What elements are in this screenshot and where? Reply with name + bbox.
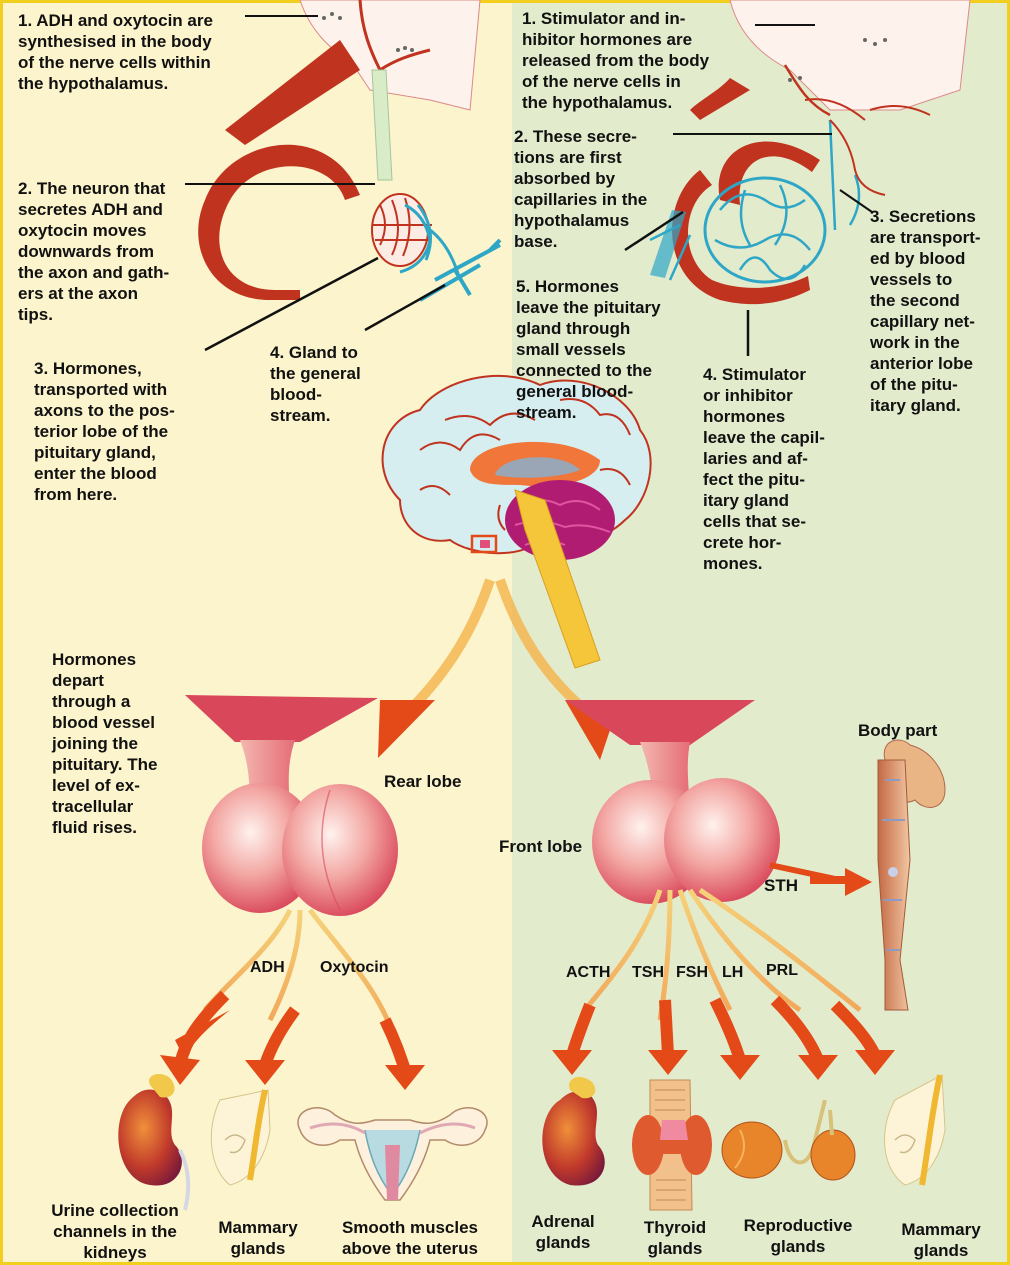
right-step1-label: 1. Stimulator and in- hibitor hormones a… bbox=[522, 8, 709, 113]
left-step3-label: 3. Hormones, transported with axons to t… bbox=[34, 358, 175, 505]
oxytocin-label: Oxytocin bbox=[320, 957, 388, 978]
left-step1-label: 1. ADH and oxytocin are synthesised in t… bbox=[18, 10, 213, 94]
left-step2-label: 2. The neuron that secretes ADH and oxyt… bbox=[18, 178, 169, 325]
lh-label: LH bbox=[722, 962, 743, 983]
adh-label: ADH bbox=[250, 957, 285, 978]
target-adrenal-label: Adrenal glands bbox=[516, 1211, 610, 1253]
right-step4-label: 4. Stimulator or inhibitor hormones leav… bbox=[703, 364, 825, 574]
body-part-label: Body part bbox=[858, 720, 937, 741]
target-mammary-left-label: Mammary glands bbox=[208, 1217, 308, 1259]
prl-label: PRL bbox=[766, 960, 798, 981]
target-uterus-label: Smooth muscles above the uterus bbox=[322, 1217, 498, 1259]
hormones-depart-label: Hormones depart through a blood vessel j… bbox=[52, 649, 157, 838]
right-step2-label: 2. These secre- tions are first absorbed… bbox=[514, 126, 647, 252]
target-kidneys-label: Urine collection channels in the kidneys bbox=[30, 1200, 200, 1263]
right-step3-label: 3. Secretions are transport- ed by blood… bbox=[870, 206, 981, 416]
right-step5-label: 5. Hormones leave the pituitary gland th… bbox=[516, 276, 661, 423]
rear-lobe-label: Rear lobe bbox=[384, 771, 461, 792]
tsh-label: TSH bbox=[632, 962, 664, 983]
acth-label: ACTH bbox=[566, 962, 610, 983]
fsh-label: FSH bbox=[676, 962, 708, 983]
sth-label: STH bbox=[764, 875, 798, 896]
target-reproductive-label: Reproductive glands bbox=[728, 1215, 868, 1257]
left-step4-label: 4. Gland to the general blood- stream. bbox=[270, 342, 361, 426]
target-thyroid-label: Thyroid glands bbox=[628, 1217, 722, 1259]
front-lobe-label: Front lobe bbox=[499, 836, 582, 857]
target-mammary-right-label: Mammary glands bbox=[886, 1219, 996, 1261]
